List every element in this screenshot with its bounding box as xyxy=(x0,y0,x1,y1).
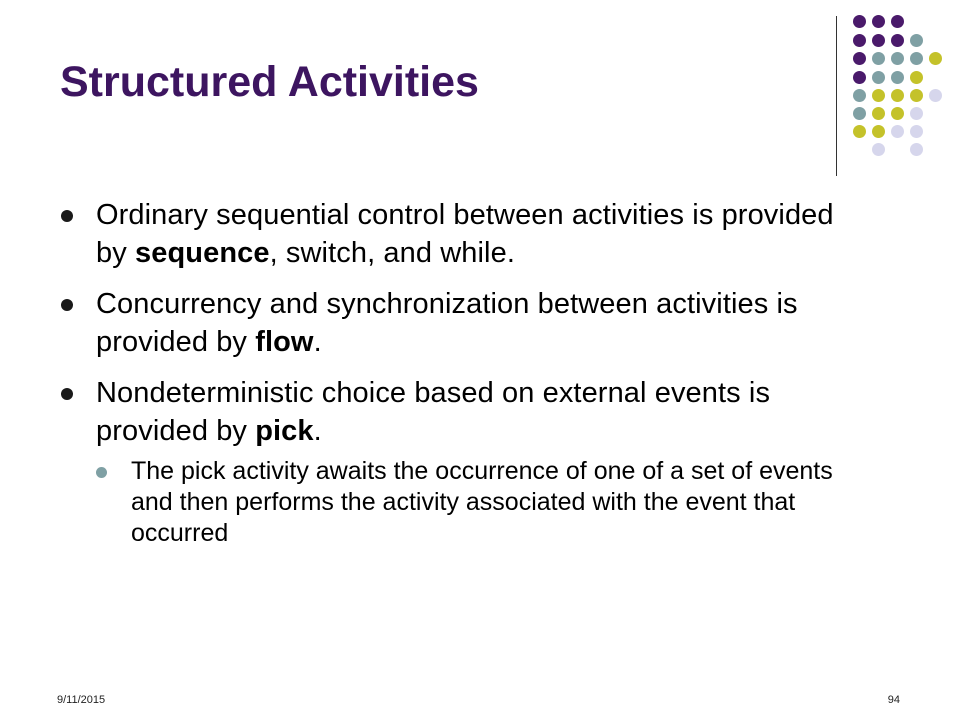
bullet-text: . xyxy=(313,326,322,358)
sub-bullet-text: The pick activity awaits the occurrence … xyxy=(131,457,833,547)
grid-dot xyxy=(891,52,904,65)
grid-dot xyxy=(891,15,904,28)
grid-dot xyxy=(910,34,923,47)
grid-dot xyxy=(853,125,866,138)
grid-dot xyxy=(872,52,885,65)
slide-title: Structured Activities xyxy=(60,58,479,106)
decorative-dot-grid xyxy=(0,0,960,200)
grid-dot xyxy=(872,71,885,84)
grid-dot xyxy=(853,34,866,47)
grid-dot xyxy=(872,125,885,138)
grid-dot xyxy=(910,125,923,138)
footer-date: 9/11/2015 xyxy=(57,694,106,706)
bullet-item: Ordinary sequential control between acti… xyxy=(60,196,860,272)
bullet-text: Concurrency and synchronization between … xyxy=(96,288,798,358)
grid-dot xyxy=(872,15,885,28)
grid-dot xyxy=(853,89,866,102)
grid-dot xyxy=(910,52,923,65)
grid-dot xyxy=(853,71,866,84)
grid-dot xyxy=(891,125,904,138)
bullet-text: . xyxy=(313,415,322,447)
grid-dot xyxy=(872,107,885,120)
grid-dot xyxy=(929,52,942,65)
grid-dot xyxy=(853,107,866,120)
grid-dot xyxy=(891,71,904,84)
grid-dot xyxy=(910,71,923,84)
grid-dot xyxy=(910,143,923,156)
bullet-text: Ordinary sequential control between acti… xyxy=(96,199,834,269)
bullet-text: Nondeterministic choice based on externa… xyxy=(96,377,771,447)
grid-dot xyxy=(891,107,904,120)
grid-dot xyxy=(872,143,885,156)
grid-dot xyxy=(929,89,942,102)
grid-dot xyxy=(910,107,923,120)
grid-dot xyxy=(853,52,866,65)
bullet-text: , switch, and while. xyxy=(269,237,515,269)
bullet-keyword: sequence xyxy=(135,237,270,269)
bullet-keyword: pick xyxy=(255,415,314,447)
title-divider-line xyxy=(836,16,837,176)
bullet-keyword: flow xyxy=(255,326,314,358)
footer-page-number: 94 xyxy=(887,694,900,706)
grid-dot xyxy=(853,15,866,28)
grid-dot xyxy=(872,89,885,102)
bullet-item: Nondeterministic choice based on externa… xyxy=(60,374,860,450)
slide-body: Ordinary sequential control between acti… xyxy=(60,196,860,549)
grid-dot xyxy=(910,89,923,102)
grid-dot xyxy=(872,34,885,47)
sub-bullet-item: The pick activity awaits the occurrence … xyxy=(96,456,860,549)
grid-dot xyxy=(891,34,904,47)
grid-dot xyxy=(891,89,904,102)
bullet-item: Concurrency and synchronization between … xyxy=(60,285,860,361)
